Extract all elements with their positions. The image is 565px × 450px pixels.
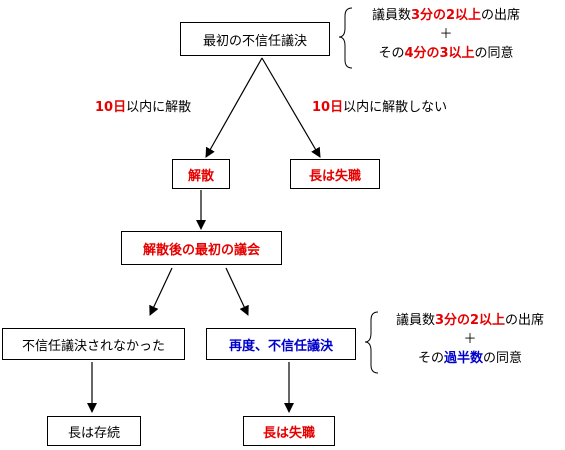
- note-top-l3b: 4分の3以上: [404, 46, 475, 61]
- arrow-to-not-passed: [149, 267, 173, 316]
- note-bottom-plus: ＋: [463, 332, 477, 347]
- not-passed-label: 不信任議決されなかった: [21, 338, 165, 354]
- note-bottom-l1a: 議員数: [395, 313, 435, 328]
- note-top-plus: ＋: [439, 27, 453, 42]
- note-top-l1c: の出席: [481, 8, 521, 23]
- note-bottom-l3c: の同意: [483, 351, 523, 366]
- label-within-10-days-number: 10日: [95, 100, 127, 115]
- note-top-l3a: その: [378, 46, 405, 61]
- note-top-line-3: その4分の3以上の同意: [356, 43, 536, 65]
- first-no-confidence-box: 最初の不信任議決: [180, 22, 330, 56]
- label-within-10-days: 10日以内に解散: [95, 96, 191, 115]
- note-top-line-1: 議員数3分の2以上の出席: [356, 5, 536, 27]
- note-top: 議員数3分の2以上の出席 ＋ その4分の3以上の同意: [356, 5, 536, 65]
- label-within-10-days-text: 以内に解散: [126, 100, 192, 115]
- brace-bottom: [364, 311, 379, 374]
- note-bottom-l1c: の出席: [505, 313, 545, 328]
- note-top-l3c: の同意: [474, 46, 514, 61]
- first-no-confidence-label: 最初の不信任議決: [202, 33, 307, 49]
- note-bottom-l1b: 3分の2以上: [434, 313, 506, 328]
- note-top-l1b: 3分の2以上: [410, 8, 482, 23]
- dissolve-box: 解散: [172, 159, 230, 189]
- stays-box: 長は存続: [47, 416, 141, 446]
- not-passed-box: 不信任議決されなかった: [2, 328, 185, 360]
- stays-label: 長は存続: [67, 425, 120, 441]
- note-top-l1a: 議員数: [371, 8, 411, 23]
- lose-office-label-2: 長は失職: [262, 425, 315, 441]
- dissolve-label: 解散: [187, 168, 214, 184]
- first-session-box: 解散後の最初の議会: [121, 231, 282, 265]
- arrow-to-lose-office-1: [261, 57, 321, 158]
- label-not-within-10-days-number: 10日: [312, 100, 344, 115]
- arrow-to-dissolve: [205, 57, 263, 158]
- lose-office-box-2: 長は失職: [243, 416, 335, 446]
- label-not-within-10-days-text: 以内に解散しない: [343, 100, 448, 115]
- lose-office-box-1: 長は失職: [290, 159, 380, 189]
- note-bottom-l3a: その: [417, 351, 444, 366]
- lose-office-label-1: 長は失職: [308, 168, 361, 184]
- label-not-within-10-days: 10日以内に解散しない: [312, 96, 447, 115]
- note-bottom-line-3: その過半数の同意: [380, 348, 560, 370]
- note-bottom-line-1: 議員数3分の2以上の出席: [380, 310, 560, 332]
- first-session-label: 解散後の最初の議会: [142, 242, 260, 258]
- note-bottom-l3b: 過半数: [443, 351, 483, 366]
- again-passed-box: 再度、不信任議決: [206, 328, 356, 360]
- brace-top: [338, 7, 353, 69]
- note-bottom: 議員数3分の2以上の出席 ＋ その過半数の同意: [380, 310, 560, 370]
- again-passed-label: 再度、不信任議決: [228, 338, 333, 354]
- arrow-to-again-passed: [225, 267, 249, 316]
